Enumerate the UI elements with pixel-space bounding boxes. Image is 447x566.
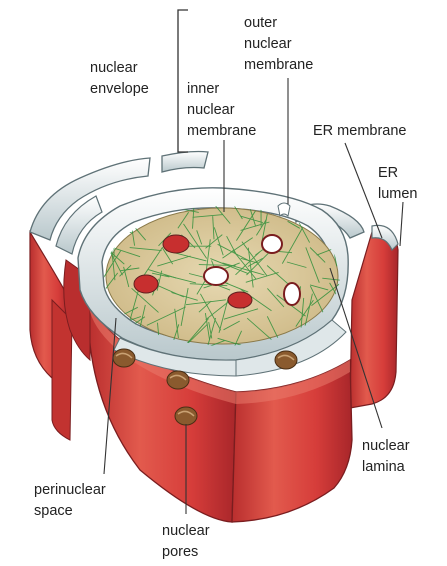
- leader-er-lumen: [400, 202, 403, 246]
- lamina-fibre: [334, 342, 345, 354]
- label-perinuclear-space: perinuclear space: [34, 482, 110, 519]
- er-sheet-right: [350, 225, 398, 408]
- pore-3: [275, 351, 297, 369]
- label-nuclear-pores: nuclear pores: [162, 523, 214, 560]
- label-er-membrane: ER membrane: [313, 123, 406, 139]
- pore-4: [175, 407, 197, 425]
- pore-1: [113, 349, 135, 367]
- label-inner-nuclear-membrane: inner nuclear membrane: [187, 81, 256, 139]
- label-nuclear-lamina: nuclear lamina: [362, 438, 414, 475]
- pore-2: [167, 371, 189, 389]
- label-er-lumen: ER lumen: [378, 165, 418, 202]
- label-outer-nuclear-membrane: outer nuclear membrane: [244, 15, 313, 73]
- label-nuclear-envelope: nuclear envelope: [90, 60, 149, 97]
